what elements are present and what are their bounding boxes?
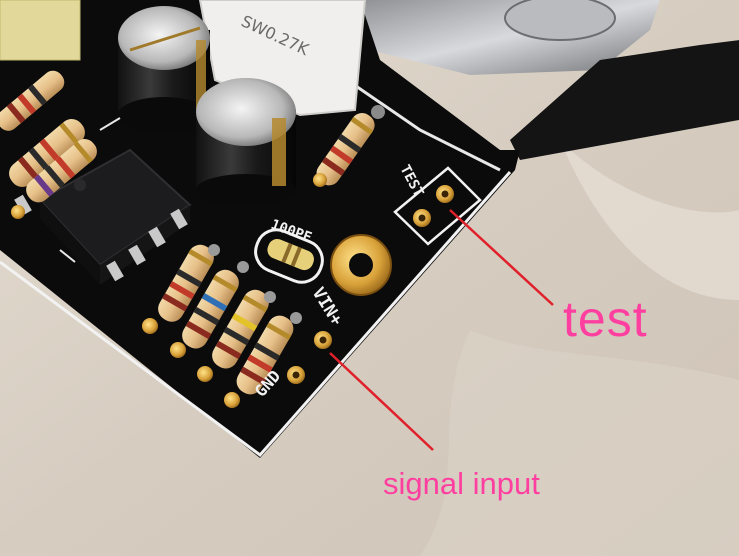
solder-pads — [11, 205, 302, 408]
silkscreen-line — [59, 117, 121, 263]
test-arrow-line — [449, 209, 554, 306]
signal-input-callout-label: signal input — [383, 466, 540, 501]
resistor — [26, 139, 97, 203]
resistor — [182, 269, 239, 349]
electrolytic-capacitor — [196, 78, 296, 206]
resistor — [0, 70, 65, 131]
resistor — [158, 244, 214, 322]
resistor — [212, 289, 269, 369]
mounting-hole — [330, 234, 392, 296]
resistor — [313, 105, 385, 187]
background-texture — [560, 140, 739, 300]
heatsink-screw — [504, 0, 616, 41]
board-edge-line — [0, 171, 512, 458]
resistor — [9, 119, 85, 187]
signal-input-arrow-line — [329, 352, 434, 451]
background-texture — [420, 330, 739, 556]
yellow-capacitor — [0, 0, 81, 61]
heatsink-shadow — [510, 40, 739, 160]
resistor — [236, 315, 294, 395]
test-callout-label: test — [563, 291, 648, 347]
electrolytic-capacitor — [118, 6, 210, 133]
